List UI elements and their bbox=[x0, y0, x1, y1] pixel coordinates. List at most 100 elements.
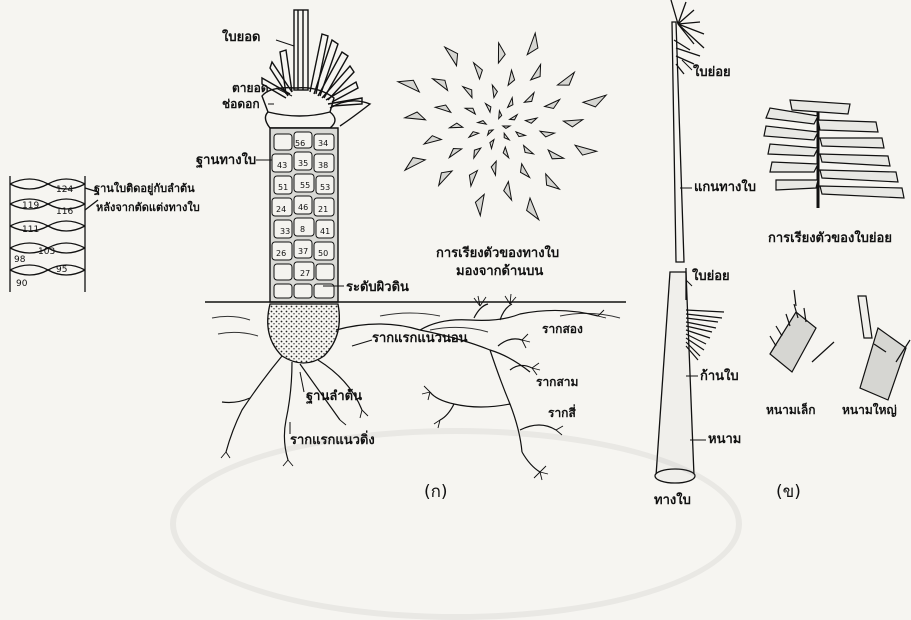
trunk-leaf-number: 26 bbox=[276, 249, 286, 258]
top-view-leaf bbox=[498, 43, 505, 63]
side-trunk-number: 124 bbox=[56, 185, 73, 195]
label-rachis: แกนทางใบ bbox=[694, 181, 756, 194]
trunk-leaf-number: 53 bbox=[320, 183, 330, 192]
top-view-leaf bbox=[531, 65, 541, 80]
label-naam: หนาม bbox=[708, 433, 741, 446]
label-rak-si: รากสี่ bbox=[548, 407, 576, 419]
top-view-leaf bbox=[450, 123, 463, 128]
top-view-leaf bbox=[546, 174, 560, 189]
top-view-leaf bbox=[524, 146, 534, 154]
trunk-leaf-number: 35 bbox=[298, 159, 308, 168]
top-view-leaf bbox=[492, 85, 497, 98]
side-trunk-number: 119 bbox=[22, 201, 39, 211]
label-tang-bai: ทางใบ bbox=[654, 494, 691, 507]
top-view-leaf bbox=[474, 148, 481, 158]
top-view-leaf bbox=[527, 198, 539, 220]
top-view-leaf bbox=[439, 171, 452, 186]
trunk-leaf-number: 41 bbox=[320, 227, 330, 236]
top-view-leaf bbox=[545, 100, 560, 109]
top-view-leaf bbox=[503, 126, 510, 128]
label-ta-yod: ตายอด bbox=[232, 82, 269, 94]
label-cho-dok: ช่อดอก bbox=[222, 98, 260, 110]
top-view-leaf bbox=[516, 132, 525, 137]
label-vertical-roots: รากแรกแนวดิ่ง bbox=[290, 434, 375, 447]
top-view-leaf-spiral bbox=[398, 33, 606, 220]
trunk-leaf-number: 34 bbox=[318, 139, 328, 148]
top-view-leaf bbox=[563, 120, 582, 127]
top-view-leaf bbox=[475, 194, 484, 215]
label-rak-sam: รากสาม bbox=[536, 376, 578, 388]
panel-label-a: (ก) bbox=[424, 484, 448, 501]
trunk-leaf-number: 27 bbox=[300, 269, 310, 278]
top-view-leaf bbox=[508, 98, 513, 108]
panel-label-b: (ข) bbox=[776, 484, 801, 501]
label-tan-bai-left-1: ฐานใบติดอยู่กับลำต้น bbox=[94, 183, 195, 194]
top-view-leaf bbox=[558, 72, 575, 85]
top-view-leaf bbox=[491, 161, 496, 175]
label-rak-song: รากสอง bbox=[542, 323, 583, 335]
frond-rachis bbox=[671, 0, 704, 262]
trunk-leaf-number: 24 bbox=[276, 205, 286, 214]
trunk-leaf-number: 51 bbox=[278, 183, 288, 192]
small-spine-detail bbox=[770, 290, 834, 372]
label-tan-tang-bai: ฐานทางใบ bbox=[196, 154, 256, 167]
label-petiole: ก้านใบ bbox=[700, 370, 739, 383]
top-view-leaf bbox=[499, 111, 502, 119]
top-view-leaf bbox=[465, 108, 475, 114]
frond-spines bbox=[686, 310, 724, 360]
label-top-view-line1: การเรียงตัวของทางใบ bbox=[436, 247, 559, 260]
top-view-leaf bbox=[486, 104, 491, 113]
label-large-spine: หนามใหญ่ bbox=[842, 404, 897, 416]
top-view-leaf bbox=[405, 112, 426, 120]
top-view-leaf bbox=[478, 121, 487, 125]
top-view-leaf bbox=[490, 140, 494, 149]
top-view-leaf bbox=[524, 93, 534, 103]
top-view-leaf bbox=[474, 63, 483, 79]
side-trunk-number: 103 bbox=[38, 247, 55, 257]
trunk-leaf-number: 33 bbox=[280, 227, 290, 236]
top-view-leaf bbox=[508, 70, 514, 85]
trunk-leaf-number: 50 bbox=[318, 249, 328, 258]
top-view-leaf bbox=[503, 147, 509, 158]
top-view-leaf bbox=[548, 150, 564, 159]
label-trunk-base: ฐานลำต้น bbox=[306, 390, 362, 403]
top-view-leaf bbox=[449, 149, 461, 158]
side-trunk-number: 98 bbox=[14, 255, 26, 265]
label-horizontal-roots: รากแรกแนวนอน bbox=[372, 332, 468, 345]
top-view-leaf bbox=[424, 136, 441, 144]
top-view-leaf bbox=[445, 47, 458, 66]
label-leaflet-arrangement: การเรียงตัวของใบย่อย bbox=[768, 232, 892, 245]
top-view-leaf bbox=[398, 80, 419, 92]
leaflet-arrangement bbox=[764, 100, 904, 208]
top-view-leaf bbox=[488, 130, 494, 135]
trunk-leaf-number: 37 bbox=[298, 247, 308, 256]
trunk-base-bulb bbox=[268, 304, 340, 363]
label-bai-yoi-top: ใบย่อย bbox=[693, 66, 731, 79]
trunk-leaf-number: 38 bbox=[318, 161, 328, 170]
trunk-leaf-number: 56 bbox=[295, 139, 305, 148]
top-view-leaf bbox=[405, 158, 425, 171]
top-view-leaf bbox=[525, 118, 537, 123]
top-view-leaf bbox=[504, 182, 512, 201]
side-trunk-number: 90 bbox=[16, 279, 28, 289]
top-view-leaf bbox=[540, 131, 555, 137]
top-view-leaf bbox=[433, 79, 448, 91]
top-view-leaf bbox=[463, 87, 472, 98]
top-view-leaf bbox=[435, 105, 450, 112]
top-view-leaf bbox=[504, 133, 509, 140]
label-tan-bai-left-2: หลังจากตัดแต่งทางใบ bbox=[96, 202, 200, 213]
large-spine-detail bbox=[858, 296, 910, 400]
trunk-leaf-number: 43 bbox=[277, 161, 287, 170]
top-view-leaf bbox=[469, 132, 479, 138]
side-trunk-number: 95 bbox=[56, 265, 67, 275]
top-view-leaf bbox=[527, 33, 538, 55]
top-view-leaf bbox=[510, 115, 518, 120]
label-small-spine: หนามเล็ก bbox=[766, 404, 815, 416]
label-bai-yoi-mid: ใบย่อย bbox=[692, 270, 730, 283]
trunk-leaf-number: 46 bbox=[298, 203, 308, 212]
label-top-view-line2: มองจากด้านบน bbox=[456, 265, 543, 278]
label-ground-level: ระดับผิวดิน bbox=[346, 281, 409, 294]
trunk-leaf-number: 55 bbox=[300, 181, 310, 190]
top-view-leaf bbox=[469, 171, 477, 187]
